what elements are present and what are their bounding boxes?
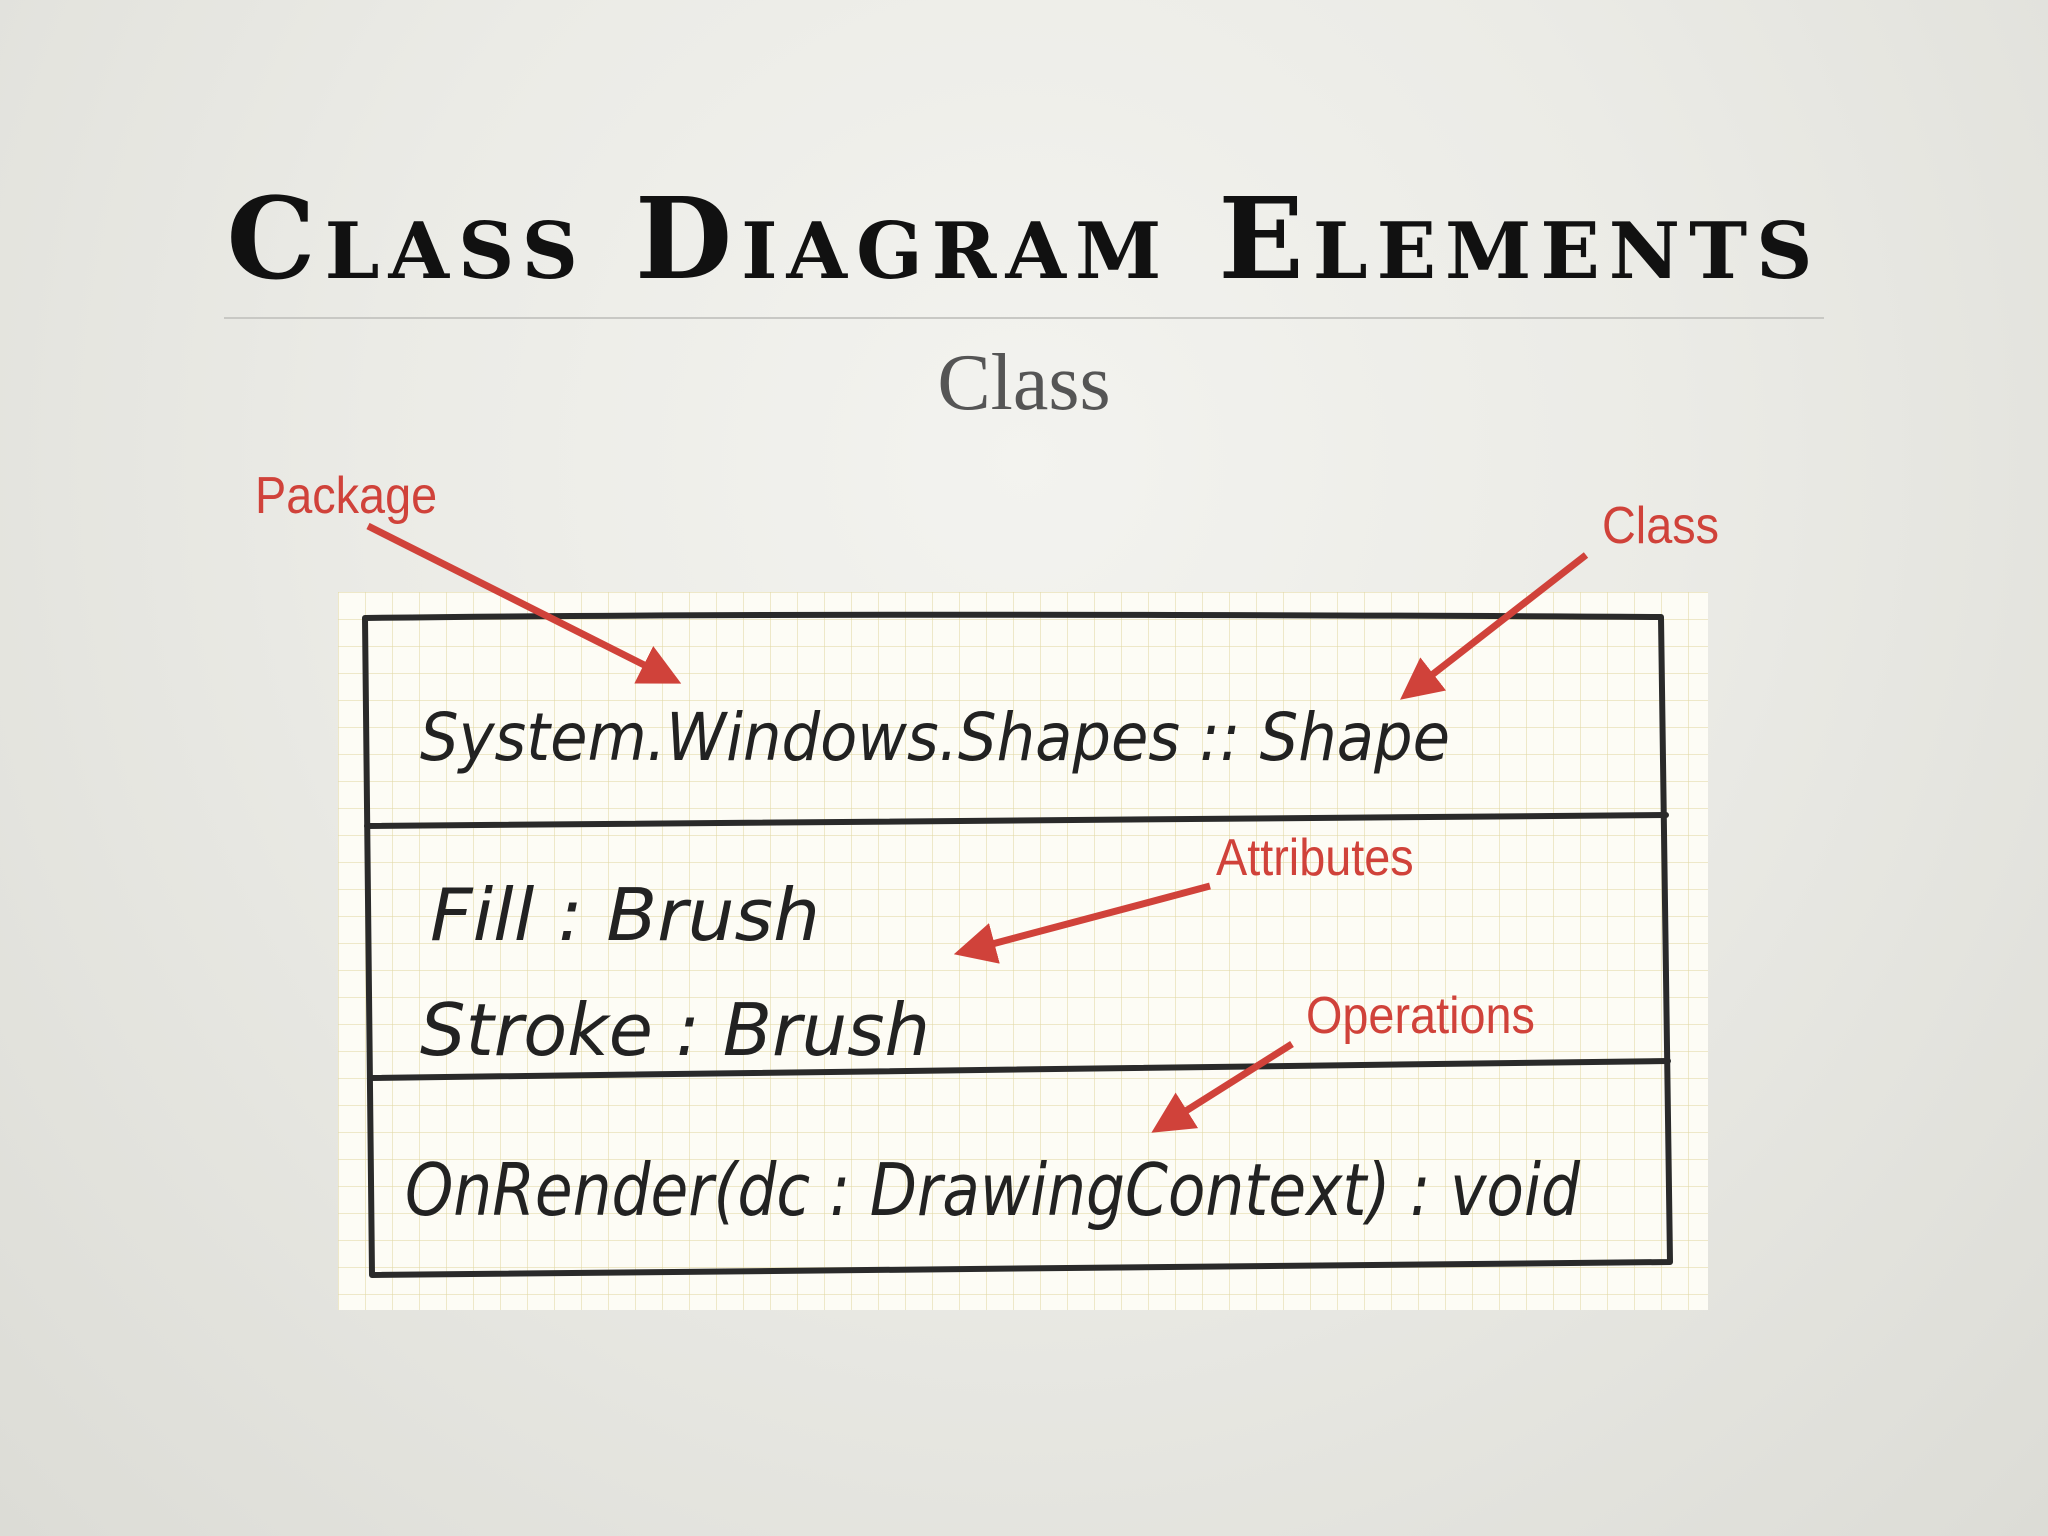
package-arrow — [366, 522, 682, 684]
package-label: Package — [255, 467, 438, 525]
class-box-outline — [362, 611, 1673, 1278]
package-class-name: System.Windows.Shapes :: Shape — [420, 699, 1450, 776]
attributes-arrow — [953, 882, 1211, 964]
compartment-divider-bottom — [367, 1058, 1671, 1081]
attributes-label: Attributes — [1216, 829, 1414, 887]
attribute-stroke: Stroke : Brush — [420, 988, 930, 1072]
slide-title: Class Diagram Elements — [226, 174, 1822, 305]
class-arrow — [1400, 552, 1589, 700]
slide-subtitle: Class — [937, 339, 1111, 427]
compartment-divider-top — [364, 812, 1669, 829]
class-label: Class — [1602, 497, 1720, 555]
attribute-fill: Fill : Brush — [430, 873, 820, 957]
operations-label: Operations — [1306, 987, 1535, 1045]
operations-arrow — [1151, 1041, 1294, 1133]
operation-onrender: OnRender(dc : DrawingContext) : void — [405, 1148, 1581, 1232]
title-divider — [224, 317, 1824, 319]
graph-paper-photo — [338, 592, 1708, 1310]
